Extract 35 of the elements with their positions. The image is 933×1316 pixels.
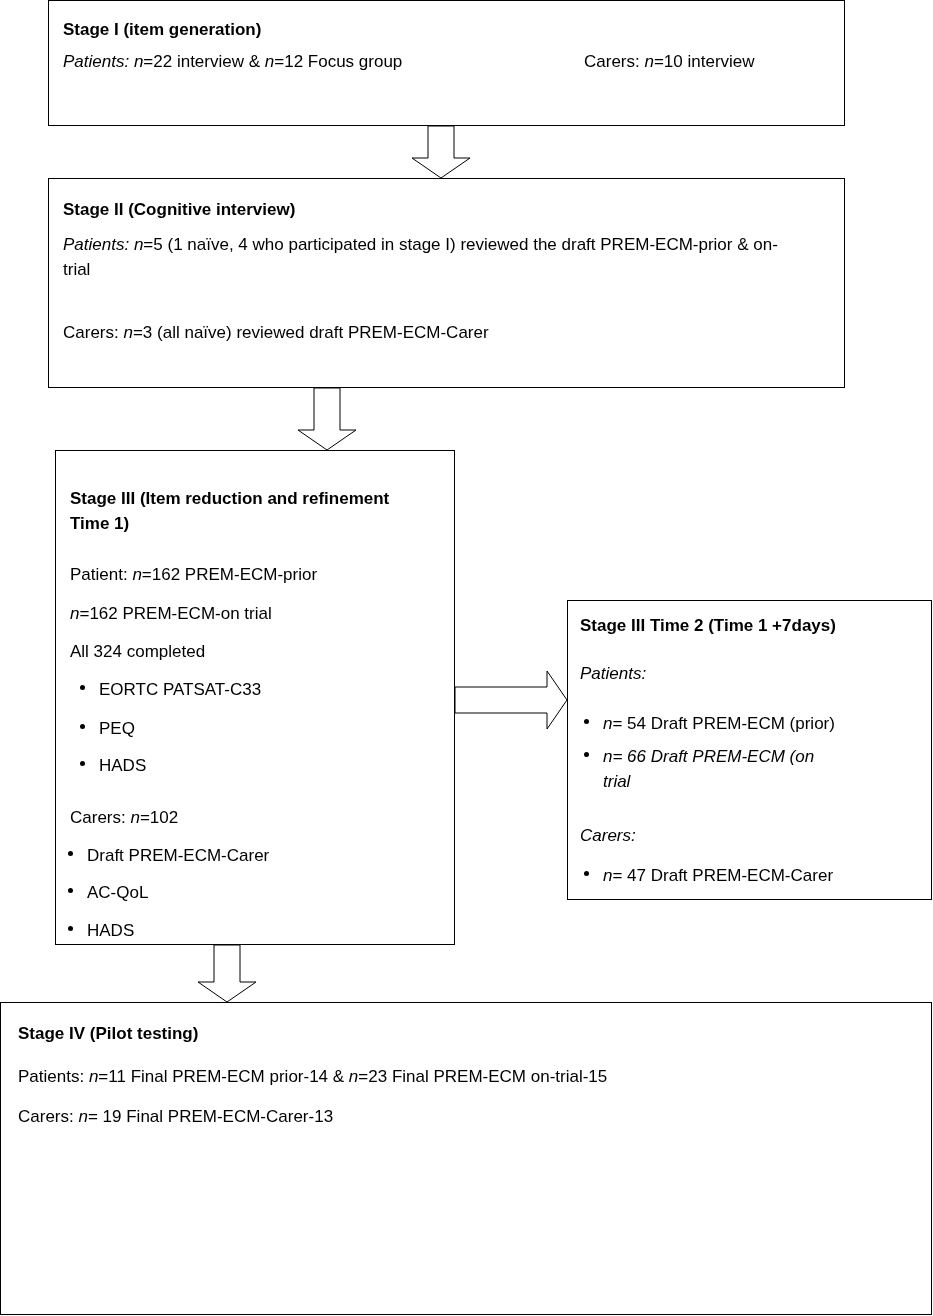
list-item: n= 66 Draft PREM-ECM (on trial: [603, 746, 816, 793]
list-item: n= 47 Draft PREM-ECM-Carer: [603, 865, 834, 887]
list-item: EORTC PATSAT-C33: [99, 679, 262, 701]
body-text: n=162 PREM-ECM-on trial: [70, 603, 272, 625]
body-text: Carers: n= 19 Final PREM-ECM-Carer-13: [18, 1106, 334, 1128]
body-text: Patients: n=22 interview & n=12 Focus group: [63, 51, 403, 73]
list-item: HADS: [87, 920, 135, 942]
list-item: n= 54 Draft PREM-ECM (prior): [603, 713, 835, 735]
block-arrow: [411, 125, 471, 179]
block-arrow: [454, 670, 568, 730]
body-text: All 324 completed: [70, 641, 206, 663]
stage-box: [0, 1002, 932, 1315]
body-text: Patient: n=162 PREM-ECM-prior: [70, 564, 318, 586]
stage-heading: Stage III (Item reduction and refinement Time 1): [70, 488, 391, 535]
stage-heading: Stage I (item generation): [63, 19, 262, 41]
stage-box: [48, 178, 845, 388]
body-text: Patients: n=11 Final PREM-ECM prior-14 & n=23 Final PREM-ECM on-trial-15: [18, 1066, 608, 1088]
stage-box: [567, 600, 932, 900]
body-text: Carers: n=10 interview: [584, 51, 755, 73]
list-item: HADS: [99, 755, 147, 777]
body-text: Patients: n=5 (1 naïve, 4 who participated in stage I) reviewed the draft PREM-ECM-prior & on-trial: [63, 234, 779, 281]
stage-heading: Stage IV (Pilot testing): [18, 1023, 199, 1045]
body-text: Carers:: [580, 825, 636, 847]
stage-box: [55, 450, 455, 945]
stage-heading: Stage III Time 2 (Time 1 +7days): [580, 615, 836, 637]
body-text: Carers: n=102: [70, 807, 179, 829]
body-text: Patients:: [580, 663, 647, 685]
list-item: AC-QoL: [87, 882, 149, 904]
block-arrow: [297, 387, 357, 451]
body-text: Carers: n=3 (all naïve) reviewed draft PREM-ECM-Carer: [63, 322, 489, 344]
block-arrow: [197, 944, 257, 1003]
stage-heading: Stage II (Cognitive interview): [63, 199, 296, 221]
list-item: Draft PREM-ECM-Carer: [87, 845, 270, 867]
list-item: PEQ: [99, 718, 135, 740]
stage-box: [48, 0, 845, 126]
